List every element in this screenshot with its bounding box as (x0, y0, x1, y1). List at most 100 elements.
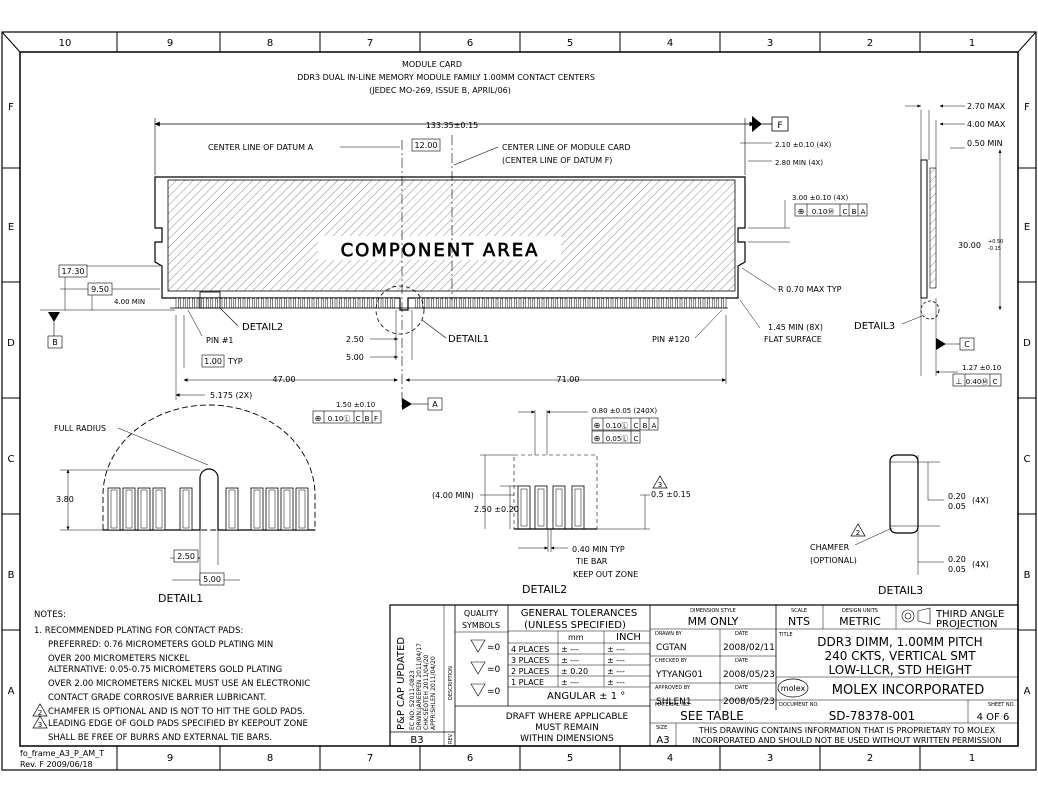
note2-badge (850, 523, 866, 537)
gold-pad (603, 297, 607, 309)
svg-text:DESIGN UNITS: DESIGN UNITS (842, 608, 878, 614)
svg-text:3: 3 (658, 481, 662, 489)
svg-text:CHAMFER IS OPTIONAL AND IS NOT: CHAMFER IS OPTIONAL AND IS NOT TO HIT TH… (48, 707, 305, 717)
gold-pad (175, 297, 179, 309)
chamfer-label: CHAMFER (810, 543, 850, 552)
gold-pad (249, 297, 253, 309)
gold-pad (690, 297, 695, 309)
detail1-view: FULL RADIUS 3.80 2.50 5.00 DETAIL1 (54, 404, 316, 605)
svg-text:APPR:SHLEN 2011/04/20: APPR:SHLEN 2011/04/20 (430, 656, 437, 730)
front-view: 133.35±0.15 F COMPONENT AREA CENTER LINE… (40, 116, 868, 424)
svg-text:3: 3 (767, 38, 773, 49)
svg-text:INCORPORATED AND SHOULD NOT BE: INCORPORATED AND SHOULD NOT BE USED WITH… (693, 736, 1002, 745)
gold-pad (194, 297, 198, 309)
svg-text:EC NO: S2011-0823: EC NO: S2011-0823 (409, 670, 416, 730)
svg-text:A: A (432, 400, 438, 409)
svg-text:9: 9 (167, 38, 173, 49)
fcf-detail2-b: ⊕ 0.05Ⓛ C (591, 430, 641, 444)
gold-pad (460, 297, 465, 309)
side-view: 2.70 MAX 4.00 MAX 0.50 MIN 30.00 +0.50 -… (854, 102, 1006, 387)
svg-text:2: 2 (856, 529, 860, 537)
svg-text:D: D (1023, 338, 1031, 349)
svg-text:8: 8 (267, 753, 273, 764)
svg-text:4 PLACES: 4 PLACES (511, 645, 549, 654)
detail3-top-a: 0.20 (948, 492, 966, 501)
svg-text:2: 2 (38, 709, 42, 717)
svg-text:⊕: ⊕ (798, 207, 805, 216)
gold-pad (497, 297, 501, 309)
svg-text:B: B (1024, 570, 1031, 581)
svg-text:1: 1 (969, 753, 975, 764)
gold-pad (580, 297, 584, 309)
flat-surface-label: FLAT SURFACE (764, 335, 822, 344)
svg-text:± ---: ± --- (561, 678, 579, 687)
column-ticks (2, 32, 1036, 770)
gold-pad (391, 297, 396, 309)
gold-pad (483, 297, 488, 309)
detail2-dim-0-5: 0.5 ±0.15 (651, 490, 691, 499)
gold-pad (456, 297, 460, 309)
gold-pad (437, 297, 442, 309)
svg-text:=0: =0 (487, 687, 501, 697)
detail2-dim-0-80: 0.80 ±0.05 (240X) (592, 407, 657, 415)
part-title-1: DDR3 DIMM, 1.00MM PITCH (817, 635, 982, 649)
gold-pad (718, 297, 722, 309)
svg-text:CHK:SEOTEH 2011/04/20: CHK:SEOTEH 2011/04/20 (423, 654, 430, 730)
dim-0-50: 0.50 MIN (967, 139, 1003, 148)
svg-text:± ---: ± --- (561, 656, 579, 665)
gold-pad (309, 297, 313, 309)
svg-text:6: 6 (467, 753, 473, 764)
gold-pad (350, 297, 354, 309)
gold-pad (479, 297, 483, 309)
gold-pad (493, 297, 497, 309)
detail3-callout: DETAIL3 (854, 321, 895, 332)
svg-text:2008/02/11: 2008/02/11 (723, 643, 775, 653)
corner-marks (1, 31, 1037, 53)
svg-text:± 0.20: ± 0.20 (561, 667, 588, 676)
svg-text:MATERIAL NO.: MATERIAL NO. (655, 702, 691, 708)
dim-47: 47.00 (273, 375, 296, 384)
svg-text:B: B (8, 570, 15, 581)
svg-text:QUALITY: QUALITY (464, 609, 498, 618)
gold-pad (617, 297, 621, 309)
svg-text:MM ONLY: MM ONLY (688, 615, 739, 628)
svg-text:REV: REV (448, 733, 454, 744)
svg-text:SHEET NO.: SHEET NO. (988, 702, 1015, 708)
svg-text:1 PLACE: 1 PLACE (511, 678, 544, 687)
svg-text:C: C (964, 340, 970, 349)
gold-pad (424, 297, 428, 309)
svg-text:ANGULAR ± 1 °: ANGULAR ± 1 ° (547, 691, 625, 702)
svg-text:THIRD ANGLE: THIRD ANGLE (935, 609, 1004, 620)
svg-text:METRIC: METRIC (839, 615, 881, 628)
detail3-bot-b: 0.05 (948, 565, 966, 574)
frame-note-2: Rev. F 2009/06/18 (20, 760, 93, 769)
molex-logo (777, 678, 809, 698)
dim-2-50: 2.50 (346, 335, 364, 344)
svg-text:C: C (1024, 454, 1031, 465)
svg-text:A3: A3 (656, 735, 669, 746)
component-area-label-bg (318, 236, 561, 260)
svg-text:⊥: ⊥ (956, 377, 963, 386)
gold-pad (663, 297, 667, 309)
gold-pad (299, 297, 304, 309)
dim-2-10: 2.10 ±0.10 (4X) (775, 141, 831, 149)
svg-text:PROJECTION: PROJECTION (936, 619, 998, 630)
gold-pad (368, 297, 373, 309)
gold-pad (562, 297, 566, 309)
svg-text:2008/05/23: 2008/05/23 (723, 697, 775, 707)
svg-text:OVER 200 MICROMETERS NICKEL: OVER 200 MICROMETERS NICKEL (48, 654, 190, 664)
svg-text:3: 3 (38, 721, 42, 729)
detail2-view: 0.80 ±0.05 (240X) ⊕ 0.10Ⓛ C B A ⊕ 0.05Ⓛ … (432, 407, 691, 596)
gold-pad (313, 297, 317, 309)
svg-text:1. RECOMMENDED PLATING FOR CON: 1. RECOMMENDED PLATING FOR CONTACT PADS: (34, 626, 243, 636)
svg-text:E: E (8, 222, 14, 233)
gold-pad (686, 297, 690, 309)
detail1-dim-3-80: 3.80 (56, 495, 74, 504)
gold-pad (511, 297, 515, 309)
detail2-callout: DETAIL2 (242, 322, 283, 333)
part-title-2: 240 CKTS, VERTICAL SMT (824, 649, 976, 663)
gold-pad (207, 297, 212, 309)
gold-pad (189, 297, 193, 309)
document-no: SD-78378-001 (829, 709, 916, 723)
gold-pad (552, 297, 557, 309)
